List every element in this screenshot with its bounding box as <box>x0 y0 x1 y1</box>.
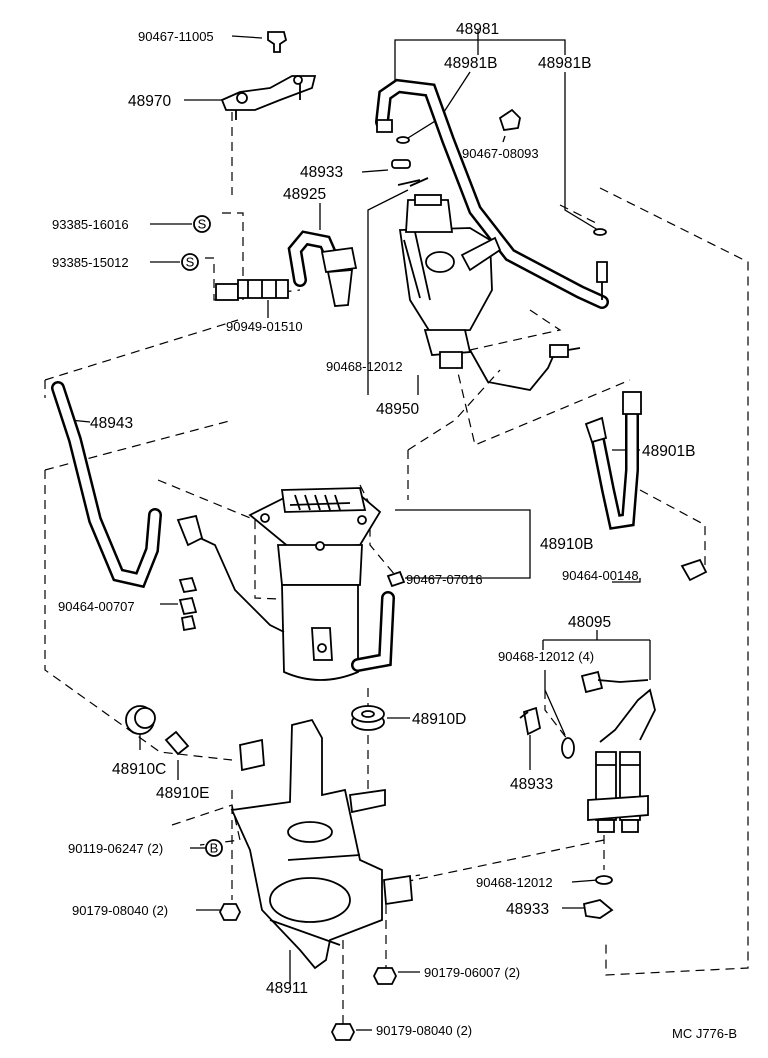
label-48943: 48943 <box>90 415 133 432</box>
label-90119-06247: 90119-06247 (2) <box>68 841 163 856</box>
label-93385-15012: 93385-15012 <box>52 255 129 270</box>
leader-lines <box>69 30 651 1031</box>
s-washer-symbol-2: S <box>181 253 199 271</box>
clip-90467-11005 <box>267 31 288 53</box>
clamp-90464-00707 <box>178 576 198 632</box>
b-letter: B <box>210 841 219 856</box>
label-48910d: 48910D <box>412 711 466 728</box>
label-90179-08040-a: 90179-08040 (2) <box>72 903 168 918</box>
hose-48925 <box>287 230 358 307</box>
label-48910c: 48910C <box>112 761 166 778</box>
part-labels: 90467-11005 48981 48981B 48981B 48970 48… <box>52 21 737 1041</box>
label-48981b-right: 48981B <box>538 55 591 72</box>
solenoid-valve-48095 <box>580 670 656 833</box>
clip-90467-08093 <box>498 108 521 131</box>
oring-mid <box>561 737 575 759</box>
label-90467-07016: 90467-07016 <box>406 572 483 587</box>
label-90464-00148: 90464-00148 <box>562 568 639 583</box>
s-letter: S <box>186 255 195 270</box>
label-90468-12012-bottom: 90468-12012 <box>476 875 553 890</box>
oring-bottom <box>595 875 613 885</box>
hose-48943 <box>51 381 162 589</box>
s-letter: S <box>198 217 207 232</box>
label-48933-bottom: 48933 <box>506 901 549 918</box>
label-90467-08093: 90467-08093 <box>462 146 539 161</box>
hose-48981b-upper <box>375 78 609 309</box>
bracket-48911 <box>230 718 413 970</box>
label-90468-12012-4: 90468-12012 (4) <box>498 649 594 664</box>
label-90179-06007: 90179-06007 (2) <box>424 965 520 980</box>
nut-90179-08040-a <box>218 903 242 921</box>
label-48901b: 48901B <box>642 443 695 460</box>
label-48911: 48911 <box>266 980 308 997</box>
clamp-90949-01510 <box>215 279 289 301</box>
label-48981: 48981 <box>456 21 499 38</box>
clip-48933-bottom <box>582 899 614 919</box>
label-90949-01510: 90949-01510 <box>226 319 303 334</box>
label-48933-top: 48933 <box>300 164 343 181</box>
clamp-90464-00148 <box>680 558 708 582</box>
motor-wire-harness <box>176 514 285 633</box>
label-48950: 48950 <box>376 401 419 418</box>
label-90179-08040-b: 90179-08040 (2) <box>376 1023 472 1038</box>
s-washer-symbol-1: S <box>193 215 211 233</box>
label-48933-mid: 48933 <box>510 776 553 793</box>
bracket-48970 <box>220 75 317 120</box>
nut-90179-06007 <box>372 967 398 985</box>
label-90464-00707: 90464-00707 <box>58 599 135 614</box>
motor-outlet-pipe <box>351 591 395 672</box>
hose-48901b <box>584 391 642 530</box>
mount-48910c <box>125 705 156 735</box>
b-bolt-symbol: B <box>205 839 223 857</box>
label-93385-16016: 93385-16016 <box>52 217 129 232</box>
label-48970: 48970 <box>128 93 171 110</box>
connector-48933-top <box>391 159 429 187</box>
mount-48910d <box>351 705 385 731</box>
label-48910b: 48910B <box>540 536 593 553</box>
label-48981b-left: 48981B <box>444 55 497 72</box>
label-48925: 48925 <box>283 186 326 203</box>
nut-90179-08040-b <box>330 1023 356 1041</box>
label-90467-11005: 90467-11005 <box>138 29 214 44</box>
figure-code: MC J776-B <box>672 1026 737 1041</box>
collar-48910e <box>164 730 190 756</box>
label-48095: 48095 <box>568 614 611 631</box>
clip-90467-07016 <box>386 570 406 588</box>
label-90468-12012-top: 90468-12012 <box>326 359 403 374</box>
label-48910e: 48910E <box>156 785 209 802</box>
oring-small <box>396 136 607 236</box>
pump-motor-48910b <box>248 487 382 681</box>
valve-assembly-48950 <box>398 194 581 391</box>
clip-48933-mid <box>519 706 542 736</box>
